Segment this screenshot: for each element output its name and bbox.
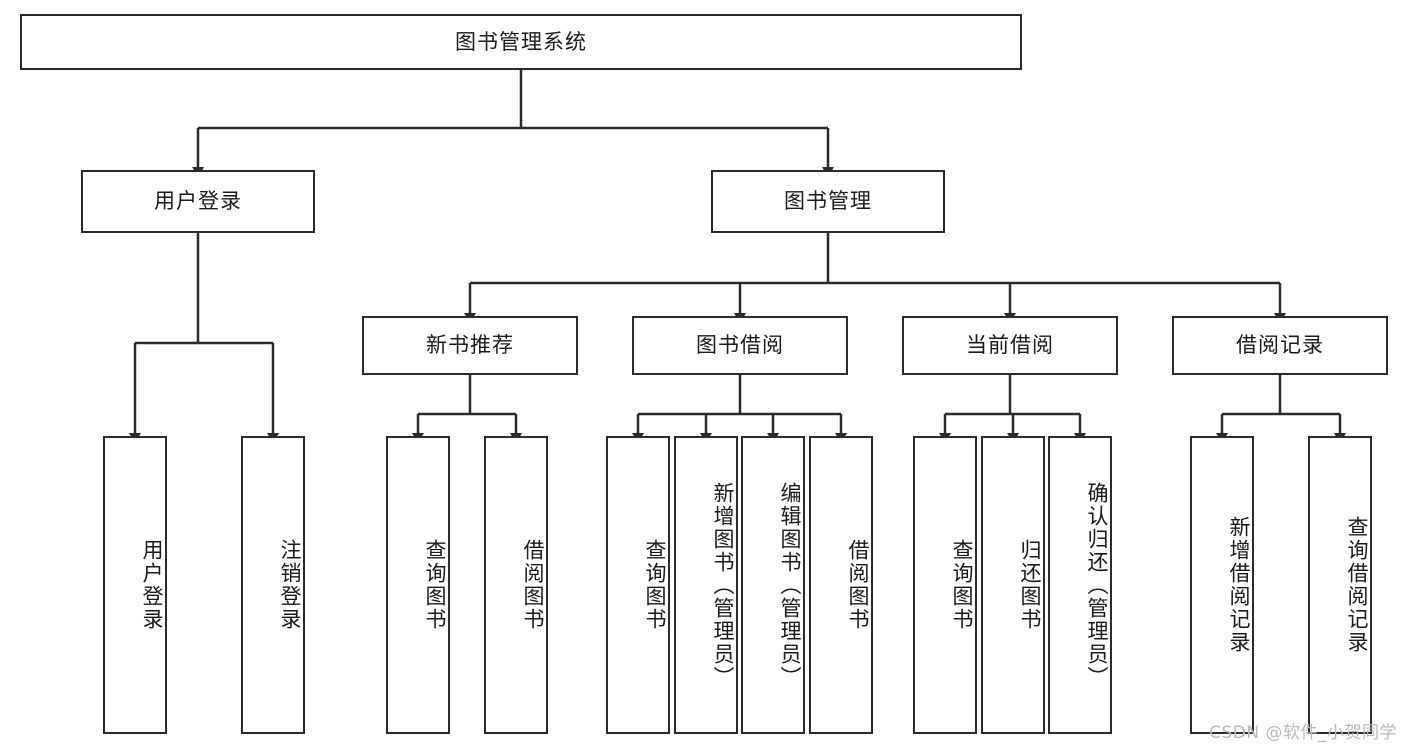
connector-lines: [129, 70, 1346, 443]
node-label: 图书管理系统: [455, 29, 587, 54]
leaf-leaf-query-book-2[interactable]: 查询图书: [606, 436, 670, 734]
leaf-leaf-borrow-book-2[interactable]: 借阅图书: [809, 436, 873, 734]
leaf-leaf-return-book[interactable]: 归还图书: [981, 436, 1045, 734]
node-user-login[interactable]: 用户登录: [81, 170, 315, 233]
node-label: 借阅图书: [846, 539, 870, 631]
node-label: 图书借阅: [696, 333, 784, 358]
node-book-borrow[interactable]: 图书借阅: [632, 316, 848, 375]
node-label: 查询图书: [643, 539, 667, 631]
node-label: 新增借阅记录: [1227, 516, 1251, 654]
node-root[interactable]: 图书管理系统: [20, 14, 1022, 70]
node-label: 用户登录: [140, 539, 164, 631]
node-label: 图书管理: [784, 189, 872, 214]
node-book-manage[interactable]: 图书管理: [711, 170, 945, 233]
leaf-leaf-user-login[interactable]: 用户登录: [103, 436, 167, 734]
node-current-borrow[interactable]: 当前借阅: [902, 316, 1118, 375]
leaf-leaf-logout[interactable]: 注销登录: [241, 436, 305, 734]
node-label: 编辑图书（管理员）: [778, 481, 802, 689]
watermark-text: CSDN @软件_小贺同学: [1209, 723, 1397, 743]
node-label: 注销登录: [278, 539, 302, 631]
leaf-leaf-query-book-1[interactable]: 查询图书: [386, 436, 450, 734]
node-borrow-record[interactable]: 借阅记录: [1172, 316, 1388, 375]
node-label: 查询图书: [423, 539, 447, 631]
leaf-leaf-query-record[interactable]: 查询借阅记录: [1308, 436, 1372, 734]
node-new-book-rec[interactable]: 新书推荐: [362, 316, 578, 375]
node-label: 新增图书（管理员）: [711, 481, 735, 689]
leaf-leaf-edit-book[interactable]: 编辑图书（管理员）: [741, 436, 805, 734]
node-label: 查询图书: [950, 539, 974, 631]
leaf-leaf-confirm-return[interactable]: 确认归还（管理员）: [1048, 436, 1112, 734]
node-label: 借阅记录: [1236, 333, 1324, 358]
leaf-leaf-query-book-3[interactable]: 查询图书: [913, 436, 977, 734]
node-label: 新书推荐: [426, 333, 514, 358]
node-label: 归还图书: [1018, 539, 1042, 631]
leaf-leaf-add-book[interactable]: 新增图书（管理员）: [674, 436, 738, 734]
node-label: 当前借阅: [966, 333, 1054, 358]
node-label: 用户登录: [154, 189, 242, 214]
node-label: 查询借阅记录: [1345, 516, 1369, 654]
leaf-leaf-add-record[interactable]: 新增借阅记录: [1190, 436, 1254, 734]
node-label: 确认归还（管理员）: [1085, 481, 1109, 689]
node-label: 借阅图书: [521, 539, 545, 631]
leaf-leaf-borrow-book-1[interactable]: 借阅图书: [484, 436, 548, 734]
